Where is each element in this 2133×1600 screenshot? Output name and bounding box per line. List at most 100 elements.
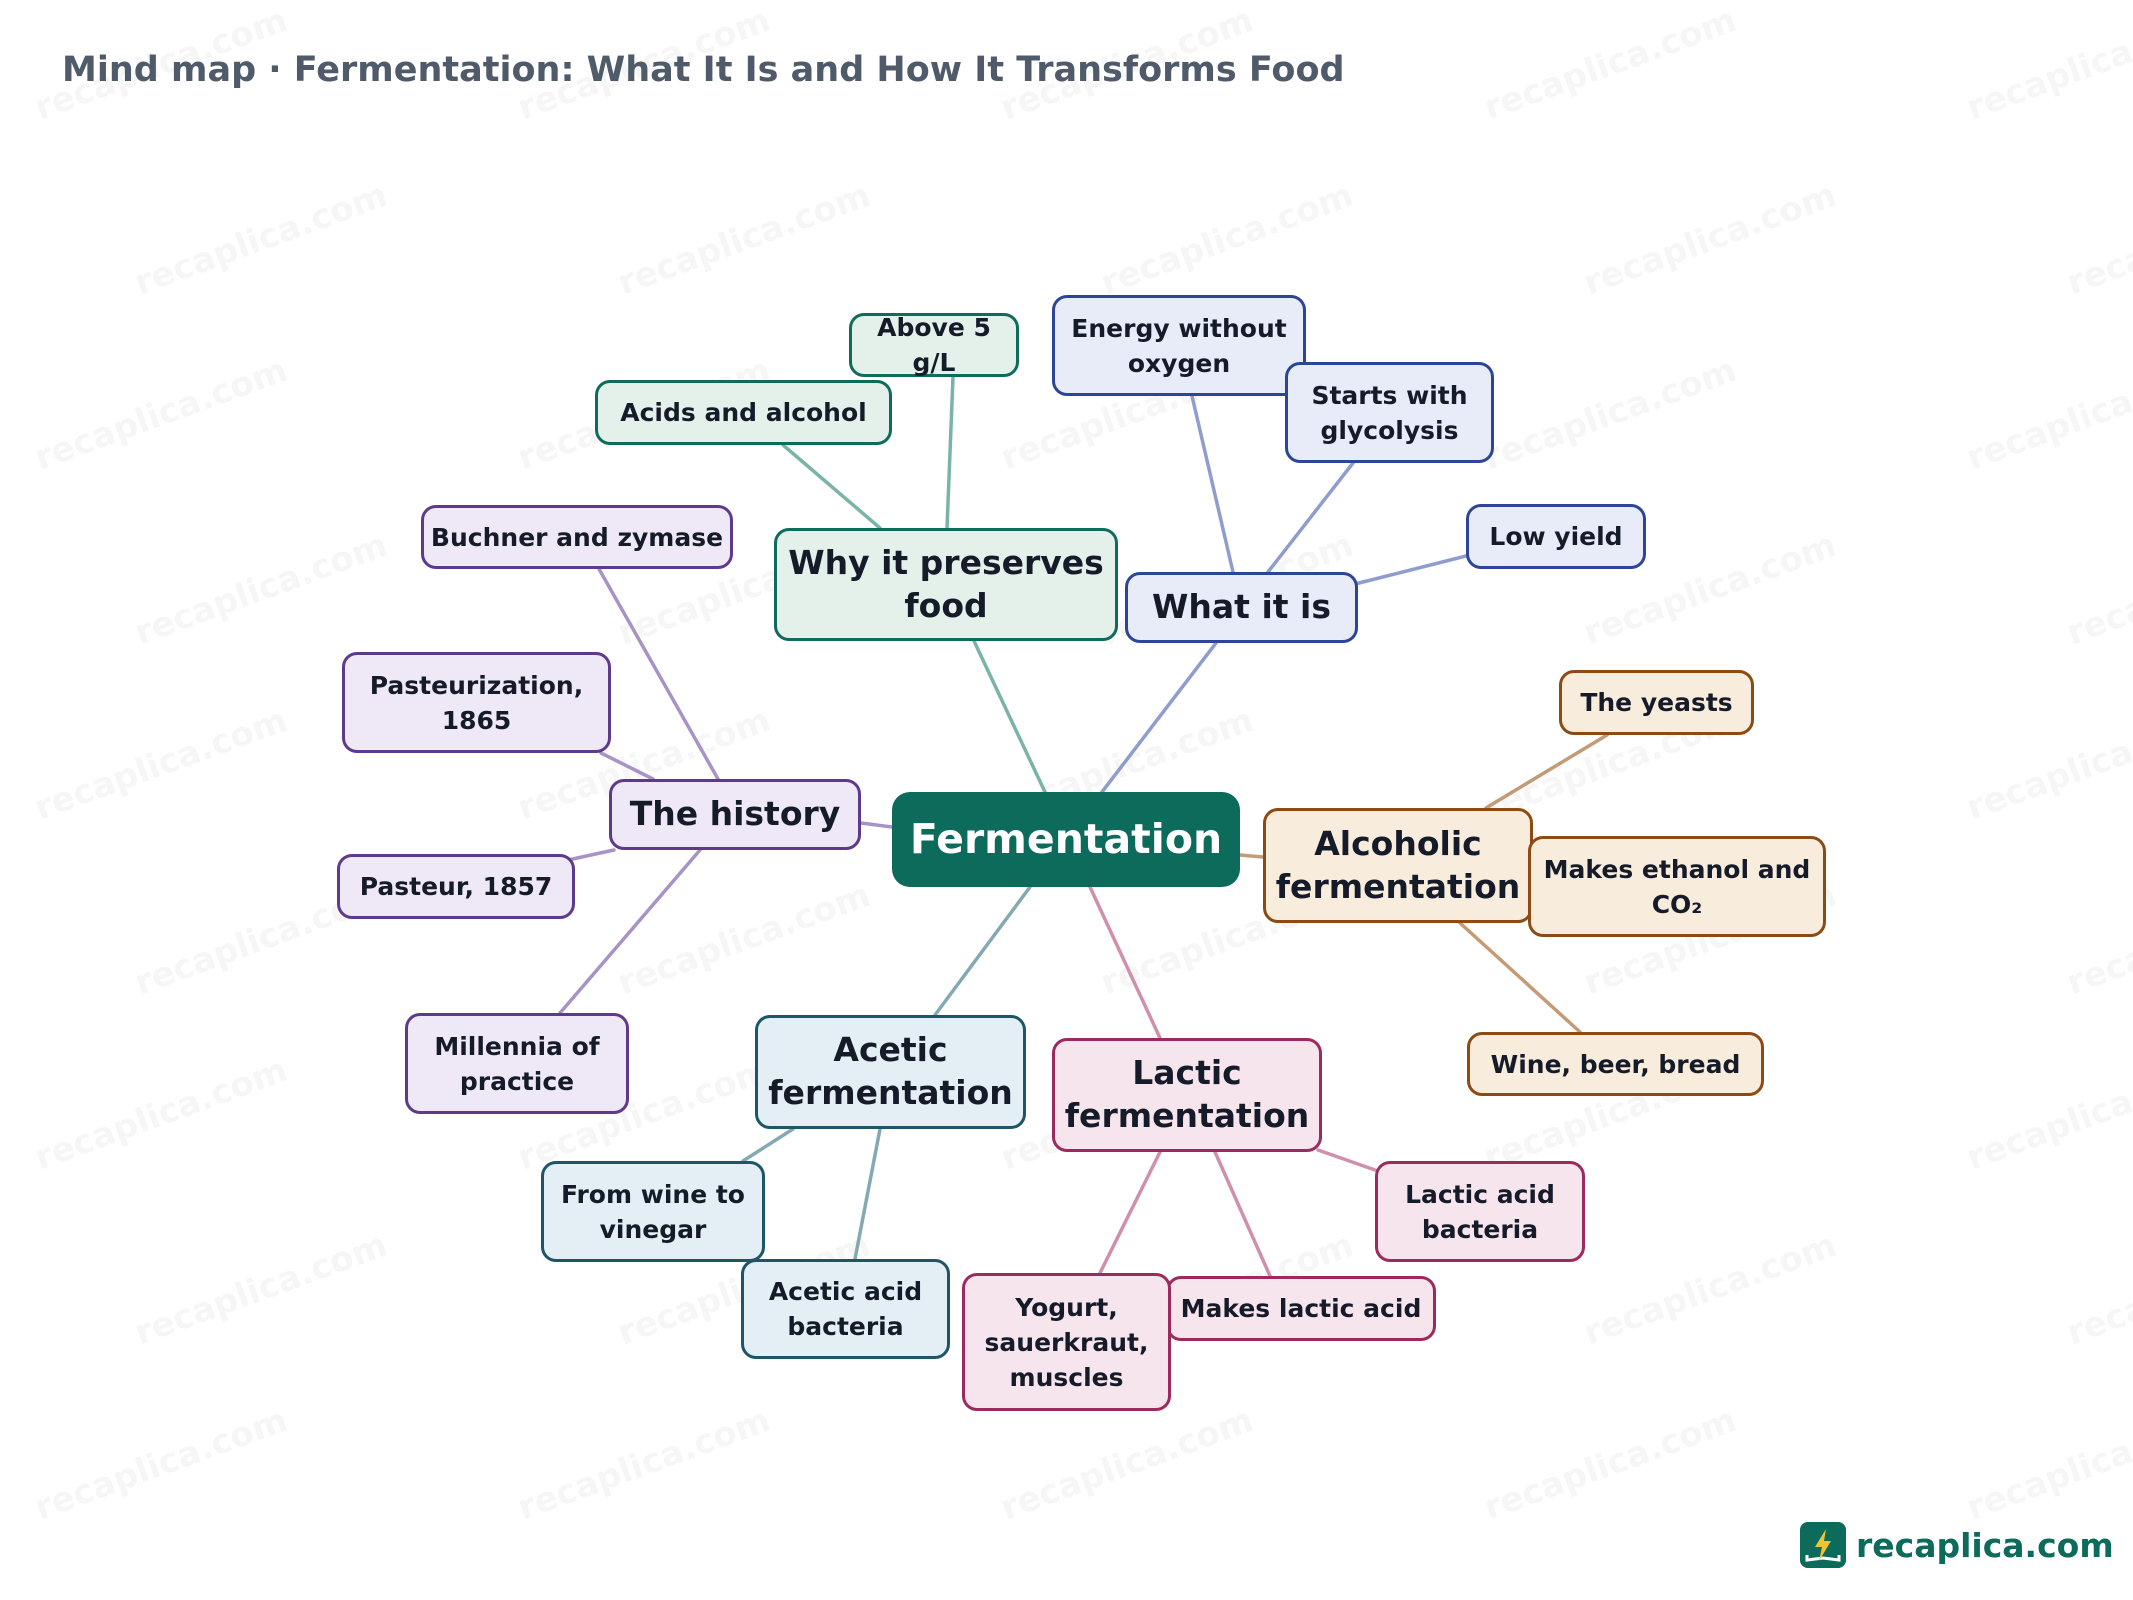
node-label-line: 1865	[441, 705, 512, 735]
node-label: From wine to vinegar	[561, 1177, 745, 1247]
node-label-line: food	[904, 585, 988, 625]
node-label-line: Acetic	[833, 1030, 948, 1070]
node-root: Fermentation	[892, 792, 1240, 887]
node-label: What it is	[1152, 586, 1331, 629]
link-buchner	[597, 567, 720, 781]
node-label-line: sauerkraut,	[984, 1327, 1149, 1357]
node-label-line: Wine, beer, bread	[1490, 1049, 1741, 1079]
node-label-line: Pasteur, 1857	[359, 872, 553, 901]
node-label: Acetic acid bacteria	[769, 1274, 922, 1344]
node-pasteur: Pasteur, 1857	[337, 854, 575, 919]
node-yeasts: The yeasts	[1559, 670, 1754, 735]
link-alcoholic	[1238, 853, 1265, 859]
node-label-line: Fermentation	[909, 814, 1223, 863]
node-energy: Energy without oxygen	[1052, 295, 1306, 396]
brand-name: recaplica.com	[1856, 1525, 2114, 1565]
link-glyco	[1266, 461, 1355, 574]
node-label-line: fermentation	[768, 1073, 1013, 1112]
node-label-line: oxygen	[1127, 348, 1231, 378]
node-lowyield: Low yield	[1466, 504, 1646, 569]
link-millennia	[558, 848, 702, 1015]
link-aab	[853, 1127, 882, 1261]
node-what: What it is	[1125, 572, 1358, 643]
node-label: Wine, beer, bread	[1491, 1047, 1741, 1082]
node-label: Yogurt, sauerkraut, muscles	[985, 1290, 1149, 1395]
link-makeslactic	[1213, 1150, 1272, 1278]
node-label: Fermentation	[910, 811, 1222, 868]
node-label-line: muscles	[1009, 1362, 1124, 1392]
link-above	[945, 375, 955, 530]
node-label-line: CO₂	[1651, 889, 1703, 919]
node-label: Pasteurization, 1865	[370, 668, 583, 738]
node-label-line: vinegar	[599, 1214, 707, 1244]
node-millennia: Millennia of practice	[405, 1013, 629, 1114]
link-why	[972, 639, 1047, 794]
node-label-line: Pasteurization,	[369, 670, 584, 700]
node-aab: Acetic acid bacteria	[741, 1259, 950, 1359]
node-label-line: fermentation	[1064, 1096, 1310, 1135]
link-lab	[1316, 1148, 1377, 1172]
node-label-line: glycolysis	[1320, 415, 1459, 445]
node-label-line: Above 5 g/L	[877, 313, 991, 377]
node-label-line: bacteria	[787, 1312, 904, 1341]
node-label-line: The history	[629, 794, 841, 834]
link-what	[1100, 641, 1218, 794]
link-lactic	[1088, 885, 1162, 1040]
link-lowyield	[1353, 554, 1468, 586]
node-lab: Lactic acid bacteria	[1375, 1161, 1585, 1262]
link-history	[859, 821, 894, 829]
node-pasteurization: Pasteurization, 1865	[342, 652, 611, 753]
node-label-line: Energy without	[1071, 313, 1287, 343]
node-label: Makes lactic acid	[1181, 1291, 1422, 1326]
node-label: Energy without oxygen	[1071, 311, 1286, 381]
node-acids: Acids and alcohol	[595, 380, 892, 445]
node-makeslactic: Makes lactic acid	[1166, 1276, 1436, 1341]
node-label-line: Lactic acid	[1405, 1179, 1555, 1209]
link-pasteur	[566, 848, 616, 862]
node-above: Above 5 g/L	[849, 313, 1019, 377]
node-label-line: Why it preserves	[788, 542, 1104, 582]
lightning-book-icon	[1800, 1522, 1846, 1568]
node-label-line: practice	[459, 1066, 575, 1096]
node-yogurt: Yogurt, sauerkraut, muscles	[962, 1273, 1171, 1411]
node-label: Low yield	[1489, 519, 1622, 554]
node-label: Lactic acid bacteria	[1405, 1177, 1555, 1247]
node-buchner: Buchner and zymase	[421, 505, 733, 569]
node-label-line: Makes ethanol and	[1543, 854, 1811, 884]
node-label: Millennia of practice	[434, 1029, 599, 1099]
node-label-line: Millennia of	[434, 1031, 600, 1061]
node-label-line: Acetic acid	[768, 1277, 923, 1306]
node-label-line: Acids and alcohol	[620, 398, 867, 427]
node-label-line: What it is	[1152, 587, 1331, 627]
node-label-line: Yogurt,	[1015, 1292, 1118, 1322]
link-pasteurization	[599, 751, 655, 781]
node-label-line: bacteria	[1421, 1214, 1539, 1244]
node-vinegar: From wine to vinegar	[541, 1161, 765, 1262]
node-label: Pasteur, 1857	[360, 869, 553, 904]
node-label-line: Makes lactic acid	[1180, 1294, 1422, 1323]
node-label: The yeasts	[1580, 685, 1732, 720]
node-label-line: Low yield	[1489, 522, 1623, 551]
node-label-line: From wine to	[561, 1179, 745, 1209]
node-label-line: The yeasts	[1580, 688, 1733, 717]
node-wine: Wine, beer, bread	[1467, 1032, 1764, 1096]
node-label-line: Buchner and zymase	[430, 522, 724, 552]
node-label: Acids and alcohol	[620, 395, 866, 430]
link-acetic	[933, 885, 1032, 1017]
link-yogurt	[1098, 1150, 1162, 1275]
link-acids	[781, 443, 882, 530]
link-yeasts	[1484, 733, 1609, 810]
node-history: The history	[609, 779, 861, 850]
link-wine	[1458, 921, 1582, 1034]
